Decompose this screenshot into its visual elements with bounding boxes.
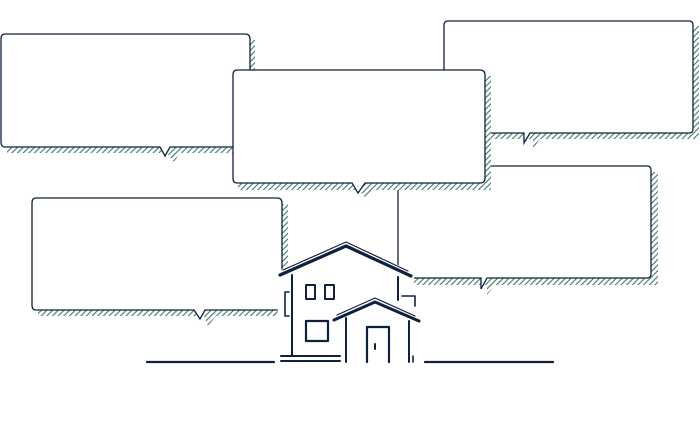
bubble-text-top-center bbox=[246, 82, 474, 172]
speech-bubble-top-left bbox=[0, 33, 255, 162]
speech-bubble-top-center bbox=[232, 69, 491, 199]
bubble-text-bottom-left bbox=[44, 210, 270, 300]
bubble-text-middle-right bbox=[410, 178, 640, 268]
bubble-text-top-right bbox=[456, 33, 682, 123]
house-icon bbox=[276, 241, 421, 364]
bubble-text-top-left bbox=[14, 46, 238, 136]
speech-bubble-top-right bbox=[443, 20, 699, 149]
speech-bubble-middle-right bbox=[397, 165, 658, 295]
speech-bubble-bottom-left bbox=[31, 197, 288, 326]
